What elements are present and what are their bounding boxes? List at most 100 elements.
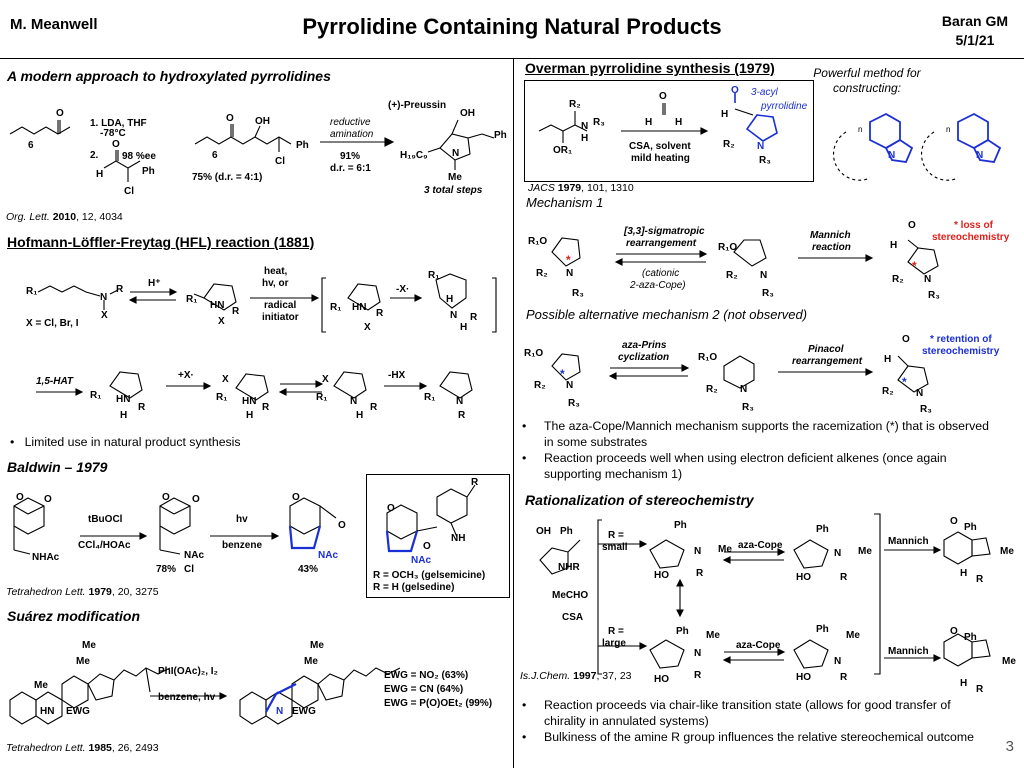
svg-text:Cl: Cl [124,186,134,197]
large-2: large [602,638,626,649]
azacope-1: aza-Cope [738,540,783,551]
svg-text:HO: HO [796,572,811,583]
mech2-star-a: * [560,367,565,381]
small-1: R = [608,530,624,541]
ret-1: * retention of [930,334,992,345]
hfl-hat: 1,5-HAT [36,376,74,387]
svg-text:Cl: Cl [184,564,194,575]
mech2-scheme: R₁O R₂ N R₃ aza-Prins cyclization R₁O R₂… [524,334,1000,415]
mech1-star-a: * [566,253,571,267]
svg-text:Me: Me [34,680,48,691]
svg-text:O: O [56,108,64,119]
svg-text:Me: Me [310,640,324,651]
svg-text:X: X [101,310,108,321]
hfl-bullet-text: Limited use in natural product synthesis [24,435,241,449]
baldwin-r1a: tBuOCl [88,514,123,525]
acyl-1: 3-acyl [751,87,778,98]
svg-text:R: R [976,684,984,695]
suarez-r2: benzene, hv [158,692,216,703]
svg-text:R₃: R₃ [593,117,605,128]
prins-1: aza-Prins [622,340,667,351]
svg-text:N: N [456,396,463,407]
svg-text:O: O [423,541,431,552]
group-date: Baran GM 5/1/21 [942,12,1008,50]
ewg-3: EWG = P(O)OEt₂ (99%) [384,698,492,709]
suarez-r1: PhI(OAc)₂, I₂ [158,666,218,677]
svg-text:N: N [760,270,767,281]
gel-1: R = OCH₃ (gelsemicine) [373,570,486,581]
svg-text:R₁: R₁ [26,286,37,297]
svg-text:R: R [694,670,702,681]
svg-text:Ph: Ph [494,130,507,141]
svg-text:O: O [902,334,910,345]
svg-text:R₁O: R₁O [718,242,737,253]
hfl-radical: radical [264,300,296,311]
svg-text:R₂: R₂ [706,384,718,395]
hfl-minushx: -HX [388,370,406,381]
svg-text:HO: HO [654,674,669,685]
svg-text:O: O [226,113,234,124]
svg-text:O: O [387,503,395,514]
hfl-hplus: H⁺ [148,278,161,289]
svg-text:Ph: Ph [676,626,689,637]
suarez-heading: Suárez modification [7,608,141,624]
svg-text:Ph: Ph [816,524,829,535]
svg-text:Ph: Ph [816,624,829,635]
svg-text:X: X [218,316,225,327]
svg-text:R₂: R₂ [892,274,904,285]
preussin-cond1: 1. LDA, THF [90,118,147,129]
svg-text:HN: HN [210,300,224,311]
svg-text:NH: NH [451,533,465,544]
gelsemium-box: R NH O O NAc R = OCH₃ (gelsemicine) R = … [366,474,510,598]
arrow-bot: 91% [340,151,360,162]
svg-text:N: N [757,141,764,152]
svg-text:H: H [120,410,127,421]
svg-text:R: R [976,574,984,585]
sig-1: [3,3]-sigmatropic [623,226,705,237]
svg-text:R: R [262,402,270,413]
svg-text:R: R [138,402,146,413]
svg-text:O: O [162,492,170,503]
page-number: 3 [1005,738,1014,755]
loss-2: stereochemistry [932,232,1010,243]
isj-rest: , 37, 23 [596,670,632,682]
sub-6a: 6 [28,140,34,151]
isj-journal: Is.J.Chem. [520,670,571,682]
svg-text:O: O [112,139,120,150]
mech1-star-b: * [912,259,917,273]
svg-text:n: n [858,125,862,134]
bullet-2b-text: Bulkiness of the amine R group influence… [544,730,974,744]
svg-text:R₁: R₁ [186,294,197,305]
svg-text:N: N [834,656,841,667]
hfl-heading: Hofmann-Löffler-Freytag (HFL) reaction (… [7,234,315,250]
bullet-1a: •The aza-Cope/Mannich mechanism supports… [522,418,1000,450]
overman-cond2: mild heating [631,153,690,164]
svg-text:Ph: Ph [964,522,977,533]
bullet-1b-text: Reaction proceeds well when using electr… [544,451,947,481]
svg-text:Ph: Ph [674,520,687,531]
ration-heading: Rationalization of stereochemistry [525,492,754,508]
baldwin-heading: Baldwin – 1979 [7,459,108,475]
hfl-minusx: -X· [396,284,409,295]
date: 5/1/21 [955,32,995,48]
mech1-scheme: R₁O R₂ N R₃ [3,3]-sigmatropic rearrangem… [528,220,1010,301]
svg-text:O: O [292,492,300,503]
svg-text:N: N [694,648,701,659]
bullet-1b: •Reaction proceeds well when using elect… [522,450,1000,482]
svg-text:Me: Me [858,546,872,557]
svg-text:HO: HO [796,672,811,683]
svg-text:O: O [950,516,958,527]
baldwin-r2a: hv [236,514,248,525]
svg-text:H: H [675,117,682,128]
svg-text:Me: Me [846,630,860,641]
baldwin-nac2: NAc [318,550,338,561]
svg-text:H: H [884,354,891,365]
baldwin-ref-year: 1979 [88,586,112,598]
svg-text:H: H [960,678,967,689]
svg-text:R₁O: R₁O [698,352,717,363]
svg-text:HN: HN [242,396,256,407]
hfl-xdef: X = Cl, Br, I [26,318,79,329]
arrow-bot2: d.r. = 6:1 [330,163,371,174]
mech2-heading: Possible alternative mechanism 2 (not ob… [526,307,808,322]
